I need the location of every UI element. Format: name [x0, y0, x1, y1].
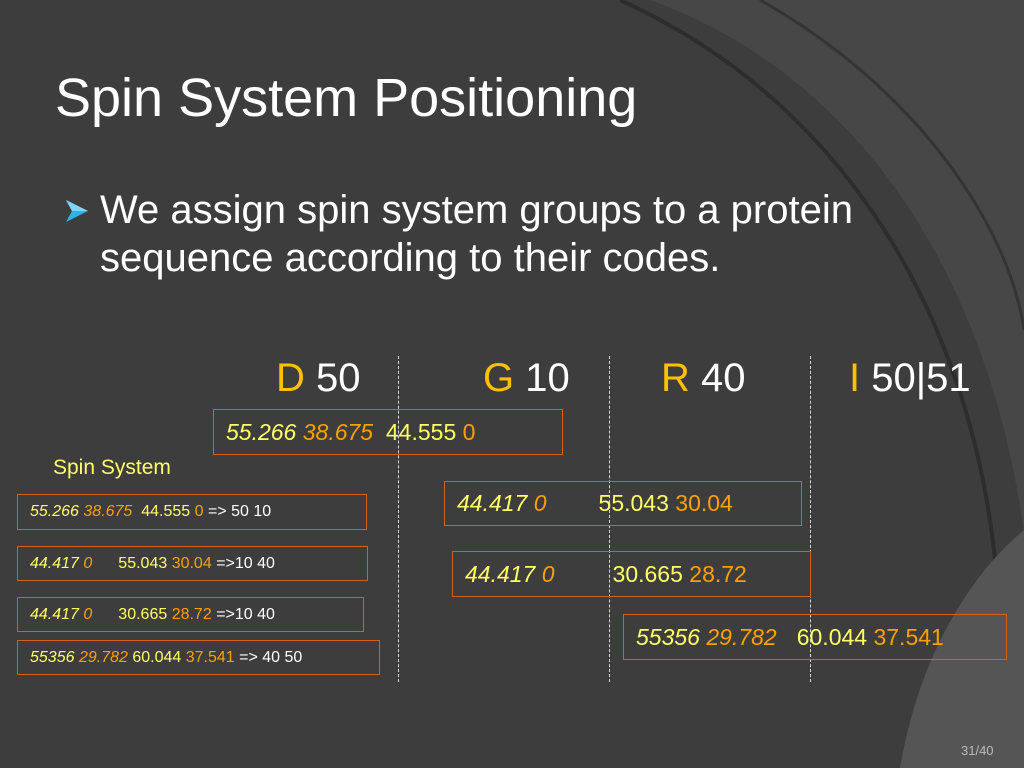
residue-header-g: G 10 — [483, 354, 570, 402]
spin-system-label: Spin System — [53, 456, 171, 479]
value-c: 30.665 — [118, 605, 168, 623]
value-a: 55.266 — [226, 418, 297, 445]
divider-line — [398, 356, 399, 682]
value-a: 55.266 — [30, 503, 79, 520]
position-result: => 50 10 — [207, 503, 272, 520]
position-result: => 40 50 — [239, 648, 303, 666]
value-c: 60.044 — [796, 623, 868, 650]
residue-header-d: D 50 — [276, 354, 361, 402]
position-result: =>10 40 — [216, 554, 275, 572]
value-a: 44.417 — [30, 554, 79, 572]
value-b: 0 — [533, 490, 547, 516]
value-d: 28.72 — [689, 560, 747, 587]
value-a: 55356 — [30, 648, 75, 666]
value-b: 38.675 — [302, 418, 374, 445]
residue-number: 40 — [701, 356, 746, 400]
value-a: 44.417 — [457, 490, 528, 516]
value-d: 37.541 — [873, 623, 944, 650]
value-d: 28.72 — [171, 605, 212, 623]
placed-spin-system: 44.417 0 55.043 30.04 — [444, 481, 802, 526]
residue-header-r: R 40 — [661, 354, 746, 402]
residue-number: 50 — [316, 356, 361, 400]
value-b: 0 — [83, 554, 93, 572]
value-c: 55.043 — [598, 490, 669, 516]
value-c: 44.555 — [385, 418, 457, 445]
value-b: 29.782 — [78, 648, 128, 666]
value-a: 44.417 — [465, 560, 536, 587]
value-d: 0 — [462, 418, 476, 445]
value-d: 30.04 — [171, 554, 212, 572]
divider-line — [810, 356, 811, 682]
value-b: 0 — [541, 560, 555, 587]
bullet-text: We assign spin system groups to a protei… — [100, 188, 853, 280]
value-d: 0 — [194, 503, 204, 520]
placed-spin-system: 44.417 0 30.665 28.72 — [452, 551, 811, 597]
value-b: 29.782 — [706, 623, 777, 650]
residue-header-i: I 50|51 — [849, 354, 971, 402]
spin-system-entry: 44.417 0 55.043 30.04 =>10 40 — [17, 546, 368, 581]
value-a: 55356 — [636, 623, 700, 650]
spin-system-entry: 55.266 38.675 44.555 0 => 50 10 — [17, 494, 367, 530]
value-c: 30.665 — [612, 560, 683, 587]
residue-letter: D — [276, 356, 305, 400]
placed-spin-system: 55356 29.782 60.044 37.541 — [623, 614, 1007, 660]
spin-system-entry: 44.417 0 30.665 28.72 =>10 40 — [17, 597, 364, 632]
residue-letter: R — [661, 356, 690, 400]
residue-number: 50|51 — [871, 356, 971, 400]
divider-line — [609, 356, 610, 682]
residue-letter: G — [483, 356, 515, 400]
position-result: =>10 40 — [216, 605, 275, 623]
residue-letter: I — [849, 356, 861, 400]
page-number: 31/40 — [961, 743, 994, 758]
value-d: 37.541 — [185, 648, 235, 666]
value-c: 44.555 — [141, 503, 191, 520]
page-title: Spin System Positioning — [55, 68, 638, 128]
placed-spin-system: 55.266 38.675 44.555 0 — [213, 409, 563, 455]
value-a: 44.417 — [30, 605, 79, 623]
value-c: 55.043 — [118, 554, 168, 572]
arrow-bullet-icon — [66, 200, 88, 222]
value-b: 0 — [83, 605, 93, 623]
value-c: 60.044 — [132, 648, 182, 666]
residue-number: 10 — [525, 356, 570, 400]
value-d: 30.04 — [675, 490, 733, 516]
value-b: 38.675 — [83, 503, 133, 520]
spin-system-entry: 55356 29.782 60.044 37.541 => 40 50 — [17, 640, 380, 675]
